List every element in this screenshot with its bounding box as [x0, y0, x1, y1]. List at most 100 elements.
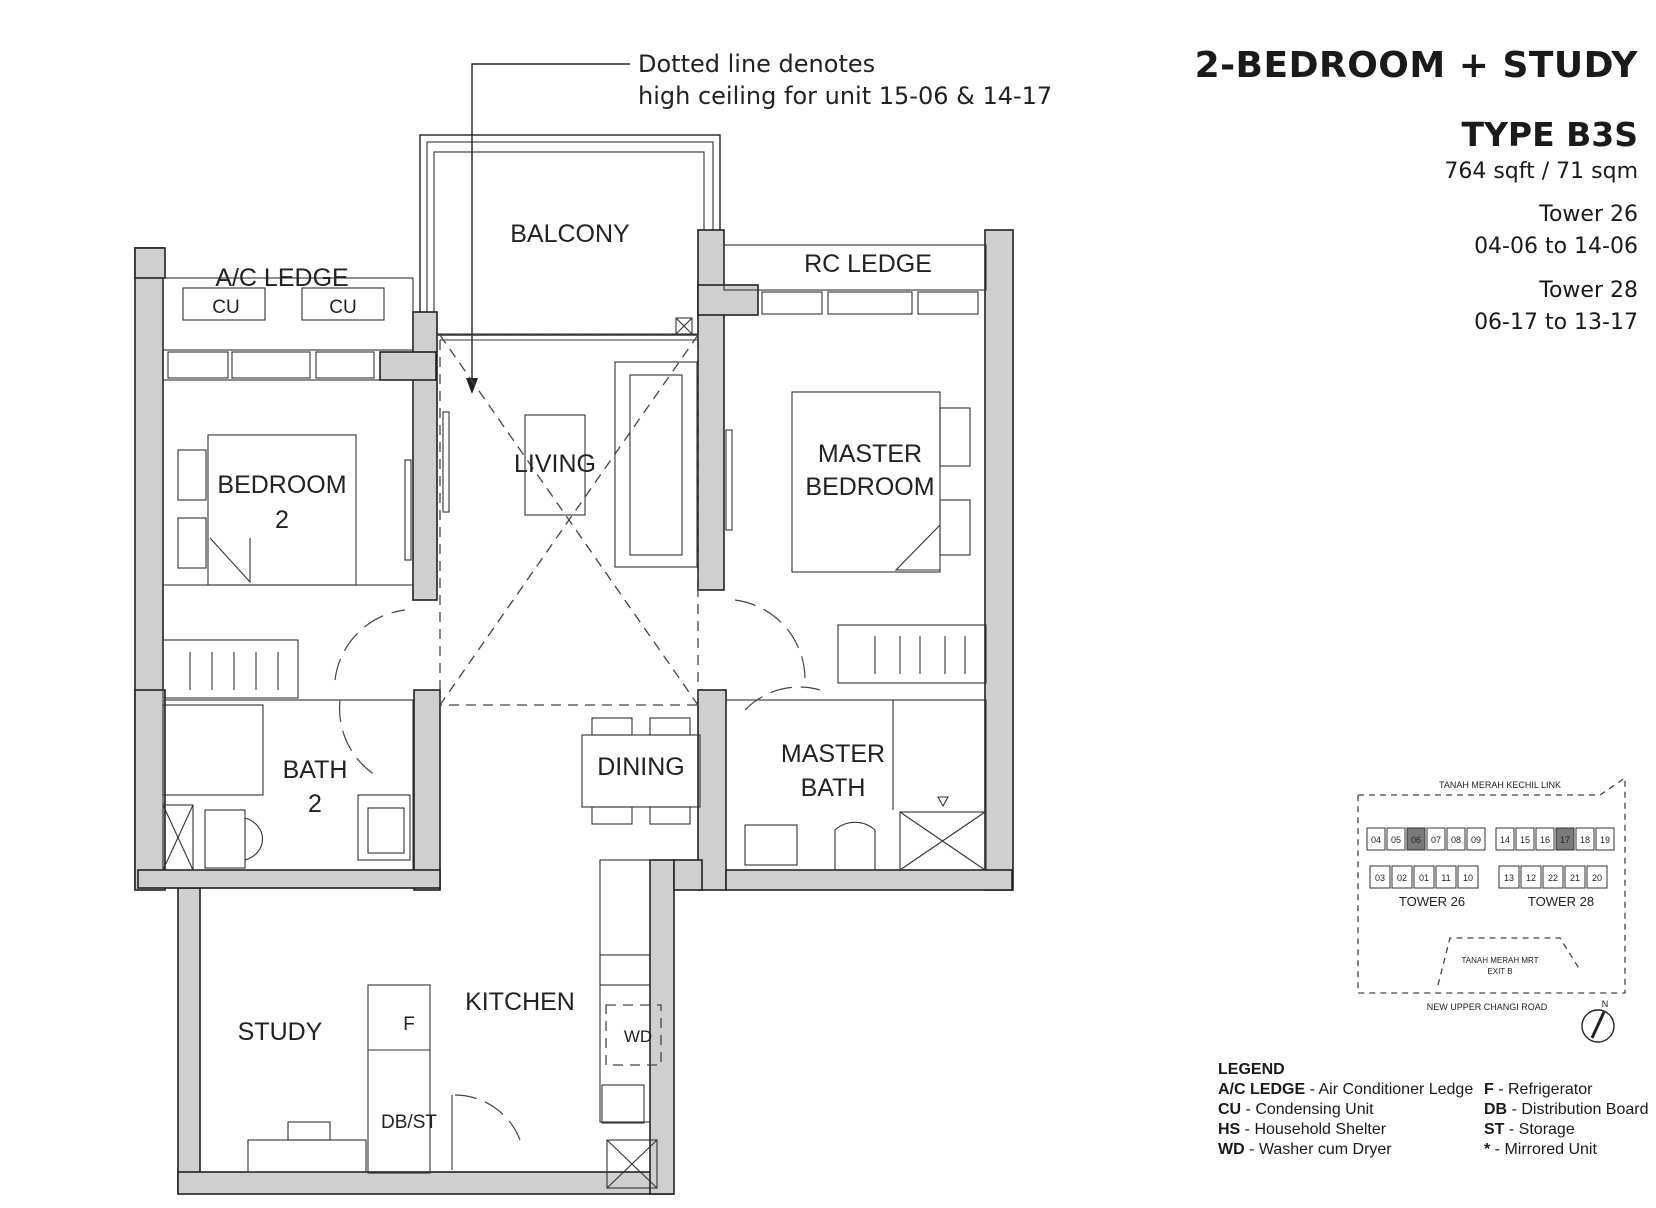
key-plan: TANAH MERAH KECHIL LINK TANAH MERAH MRT …	[1357, 776, 1626, 1043]
key-unit-block	[1386, 827, 1406, 851]
tower-28-units: 06-17 to 13-17	[1474, 309, 1638, 335]
legend-item: HS - Household Shelter	[1218, 1121, 1387, 1138]
high-ceiling-dashed	[439, 334, 699, 706]
key-road-top: TANAH MERAH KECHIL LINK	[1439, 780, 1561, 790]
key-unit-block	[1515, 827, 1535, 851]
legend-item: CU - Condensing Unit	[1218, 1101, 1374, 1118]
label-bath2-line1: BATH	[283, 756, 348, 784]
study-desk	[247, 1121, 367, 1173]
label-cu-1: CU	[212, 297, 239, 318]
key-unit-block	[1498, 865, 1520, 889]
key-road-bottom: NEW UPPER CHANGI ROAD	[1427, 1002, 1548, 1012]
label-master-bath-line1: MASTER	[781, 740, 885, 768]
tower-26-name: Tower 26	[1539, 202, 1638, 228]
bedroom2-furniture	[177, 434, 357, 690]
key-unit-block	[1406, 827, 1426, 851]
key-unit-label: 05	[1391, 835, 1401, 845]
key-unit-block	[1391, 865, 1413, 889]
label-kitchen: KITCHEN	[465, 988, 575, 1016]
tower-28-name: Tower 28	[1539, 277, 1638, 303]
label-ac-ledge: A/C LEDGE	[215, 264, 348, 292]
key-unit-block	[1520, 865, 1542, 889]
key-mrt-line1: TANAH MERAH MRT	[1461, 956, 1538, 965]
label-fridge: F	[403, 1014, 415, 1035]
key-unit-label: 01	[1419, 873, 1429, 883]
key-unit-block	[1426, 827, 1446, 851]
key-unit-label: 13	[1504, 873, 1514, 883]
key-unit-block	[1369, 865, 1391, 889]
label-master-bedroom-line2: BEDROOM	[805, 473, 934, 501]
key-unit-block	[1446, 827, 1466, 851]
legend-item: A/C LEDGE - Air Conditioner Ledge	[1218, 1081, 1474, 1098]
key-unit-block	[1542, 865, 1564, 889]
ceiling-note-pointer	[466, 63, 630, 394]
key-unit-block	[1575, 827, 1595, 851]
label-rc-ledge: RC LEDGE	[804, 250, 932, 278]
legend-item: ST - Storage	[1484, 1121, 1575, 1138]
unit-area: 764 sqft / 71 sqm	[1444, 158, 1638, 184]
key-unit-label: 14	[1500, 835, 1510, 845]
key-unit-block	[1535, 827, 1555, 851]
label-dbst: DB/ST	[381, 1112, 437, 1133]
unit-type: TYPE B3S	[1461, 115, 1638, 155]
label-cu-2: CU	[329, 297, 356, 318]
label-bedroom2-line1: BEDROOM	[217, 471, 346, 499]
legend-item: * - Mirrored Unit	[1484, 1141, 1597, 1158]
key-unit-label: 16	[1540, 835, 1550, 845]
key-unit-block	[1586, 865, 1608, 889]
key-unit-block	[1595, 827, 1615, 851]
key-tower26: TOWER 26	[1399, 894, 1465, 909]
key-unit-label: 06	[1411, 835, 1421, 845]
door-swings	[334, 599, 821, 1170]
legend-item: F - Refrigerator	[1484, 1081, 1593, 1098]
key-tower28: TOWER 28	[1528, 894, 1594, 909]
legend-item: WD - Washer cum Dryer	[1218, 1141, 1392, 1158]
key-unit-label: 21	[1570, 873, 1580, 883]
living-furniture	[404, 317, 733, 568]
legend-item: DB - Distribution Board	[1484, 1101, 1649, 1118]
key-unit-label: 03	[1375, 873, 1385, 883]
kitchen-fixtures	[599, 954, 662, 1189]
key-unit-block	[1413, 865, 1435, 889]
label-master-bath-line2: BATH	[801, 774, 866, 802]
key-unit-label: 02	[1397, 873, 1407, 883]
master-bedroom-furniture	[791, 391, 971, 674]
key-unit-label: 20	[1592, 873, 1602, 883]
tower-26-units: 04-06 to 14-06	[1474, 234, 1638, 260]
legend: LEGEND A/C LEDGE - Air Conditioner Ledge…	[1218, 1060, 1649, 1160]
key-unit-label: 12	[1526, 873, 1536, 883]
ac-ledge-units	[167, 287, 979, 379]
key-mrt-line2: EXIT B	[1487, 967, 1512, 976]
key-unit-block	[1435, 865, 1457, 889]
key-unit-block	[1466, 827, 1486, 851]
label-balcony: BALCONY	[510, 220, 630, 248]
label-bath2-line2: 2	[308, 790, 322, 818]
label-wd: WD	[624, 1027, 652, 1046]
key-unit-block	[1555, 827, 1575, 851]
label-study: STUDY	[238, 1018, 323, 1046]
ceiling-note-line2: high ceiling for unit 15-06 & 14-17	[638, 82, 1052, 110]
key-unit-label: 10	[1463, 873, 1473, 883]
key-unit-label: 22	[1548, 873, 1558, 883]
key-unit-label: 15	[1520, 835, 1530, 845]
walls	[134, 229, 1014, 1195]
dining-furniture	[581, 717, 701, 825]
ceiling-note-line1: Dotted line denotes	[638, 50, 875, 78]
key-unit-label: 18	[1580, 835, 1590, 845]
key-unit-block	[1495, 827, 1515, 851]
key-unit-block	[1457, 865, 1479, 889]
legend-title: LEGEND	[1218, 1061, 1285, 1078]
label-master-bedroom-line1: MASTER	[818, 440, 922, 468]
key-north: N	[1602, 999, 1609, 1009]
label-bedroom2-line2: 2	[275, 506, 289, 534]
bath2-fixtures	[162, 704, 411, 871]
key-unit-label: 08	[1451, 835, 1461, 845]
key-unit-label: 04	[1371, 835, 1381, 845]
key-unit-label: 07	[1431, 835, 1441, 845]
key-unit-label: 19	[1600, 835, 1610, 845]
label-dining: DINING	[597, 753, 685, 781]
key-unit-label: 17	[1560, 835, 1570, 845]
unit-header: 2-BEDROOM + STUDY TYPE B3S 764 sqft / 71…	[1195, 44, 1638, 337]
key-unit-block	[1564, 865, 1586, 889]
